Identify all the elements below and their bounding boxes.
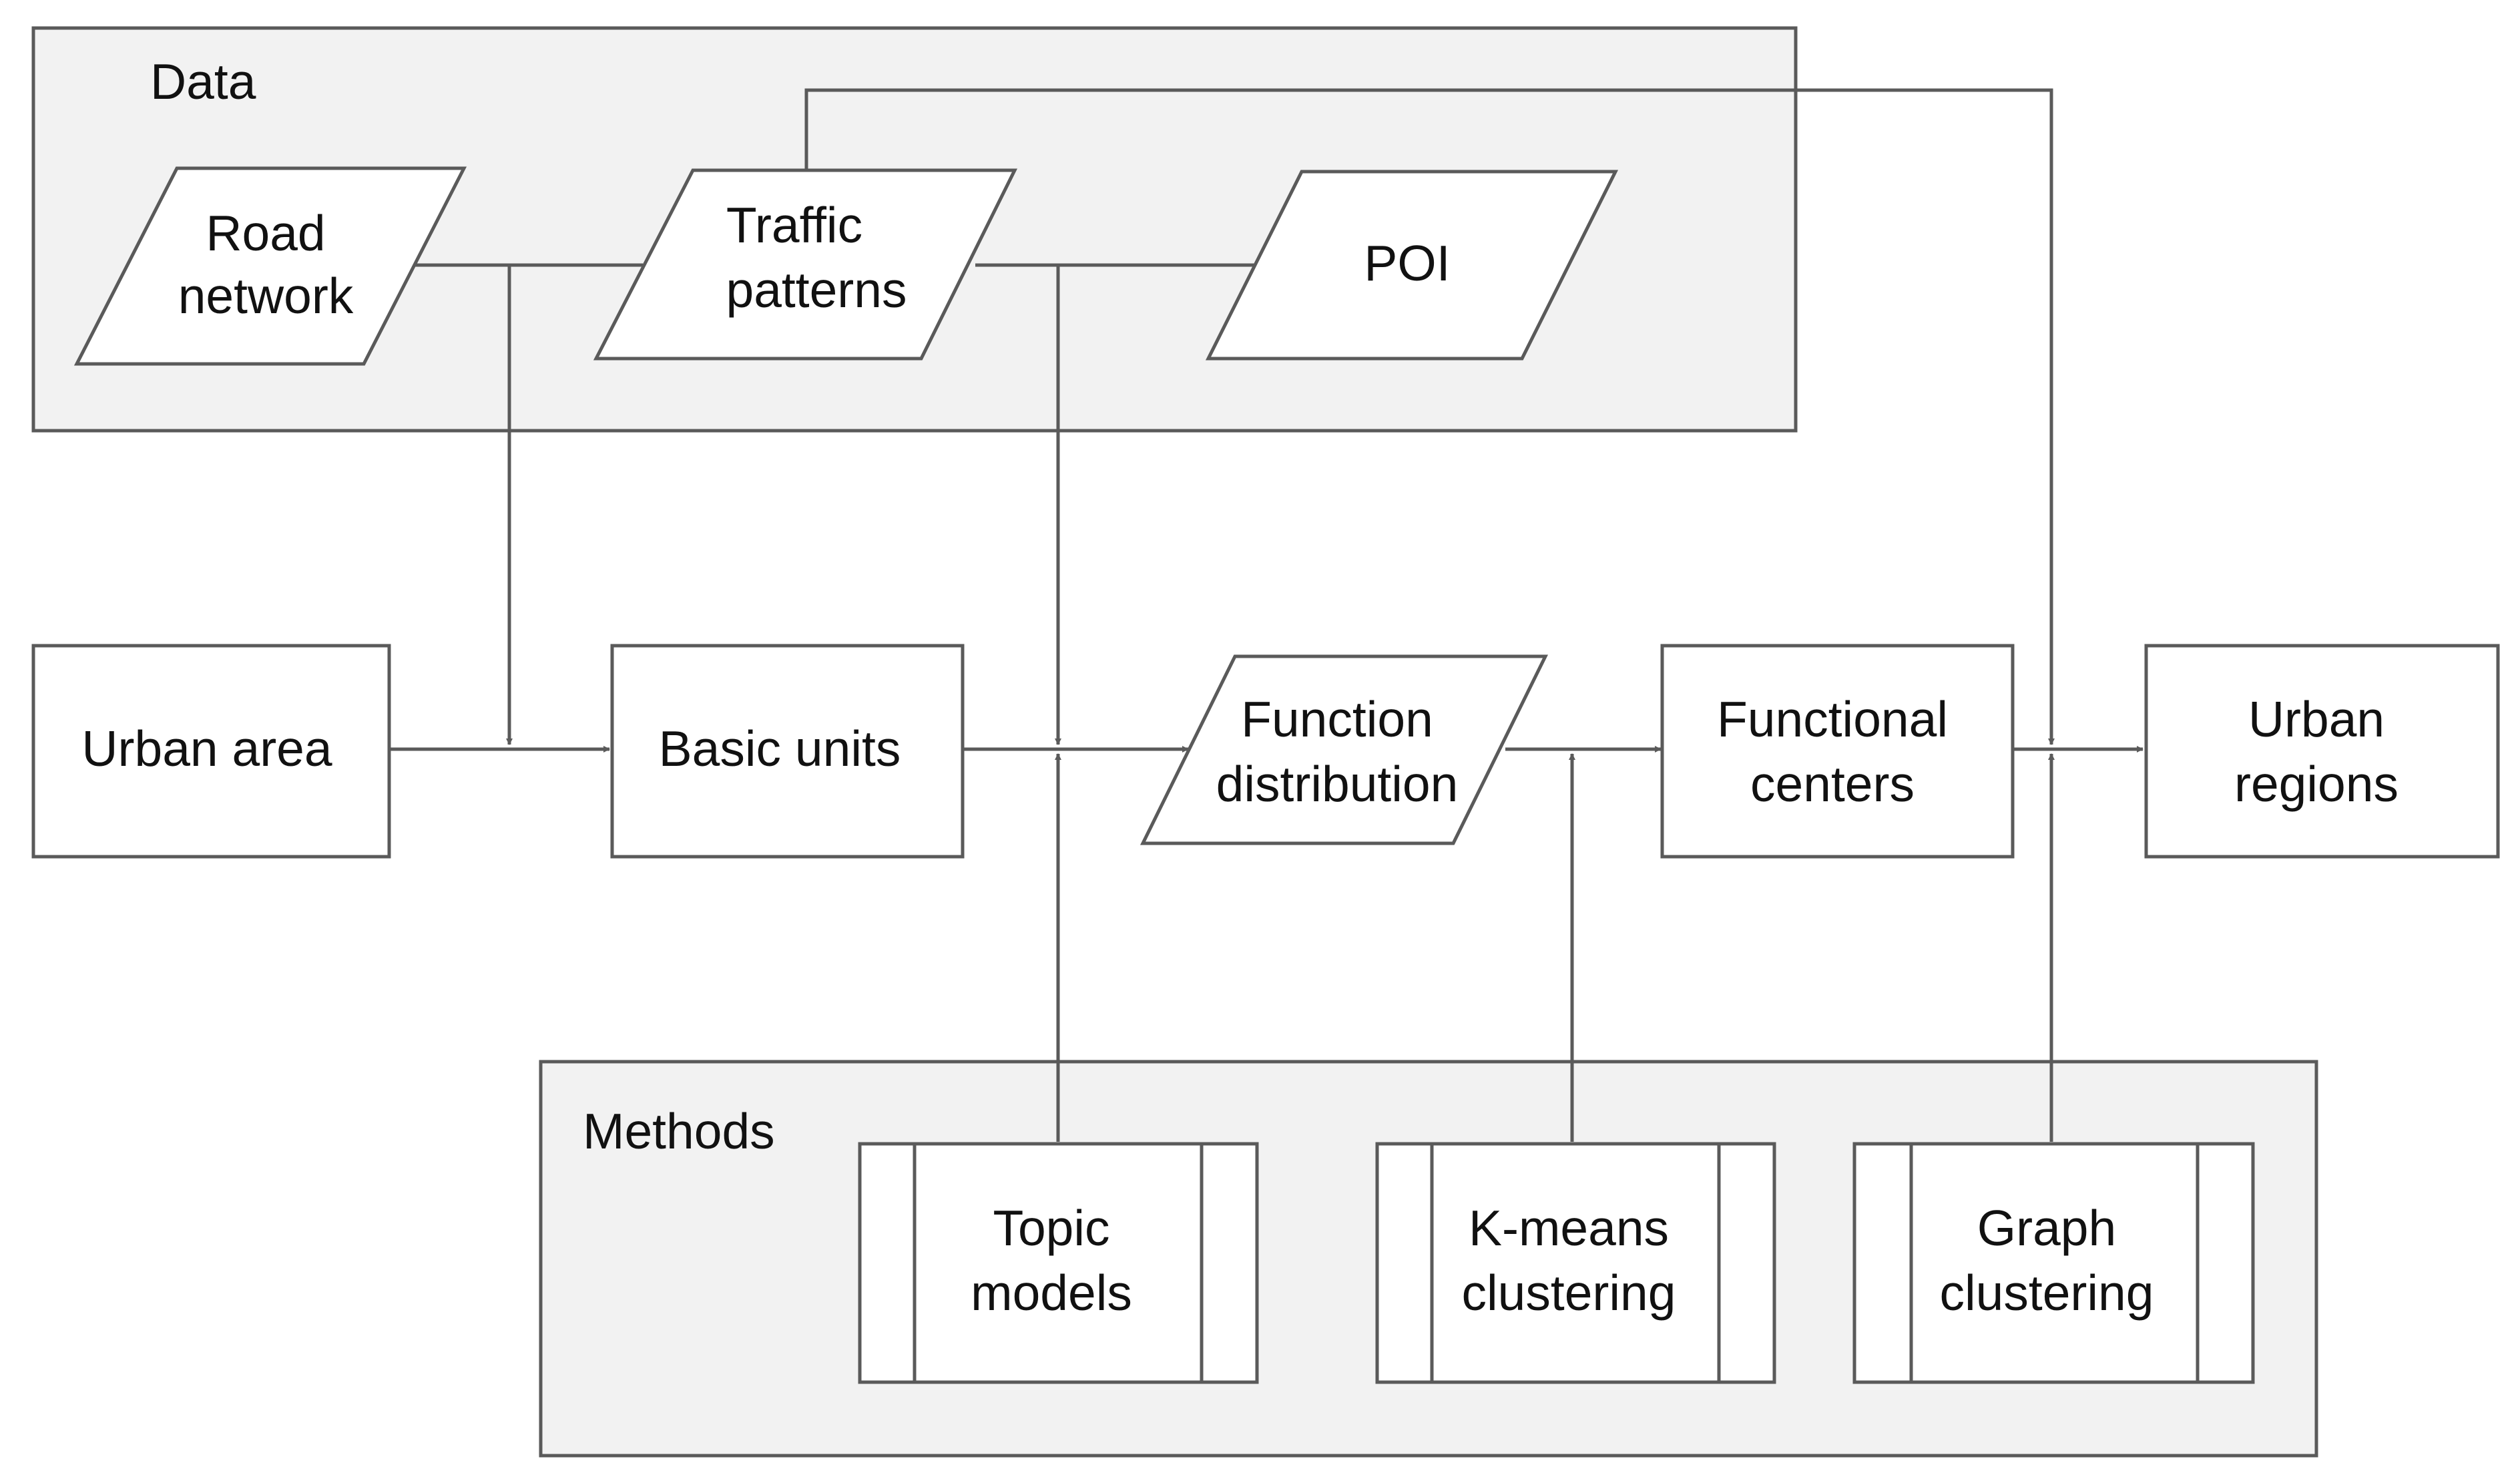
poi-line-1: POI [1364,235,1450,291]
traffic-patterns-line-2: patterns [726,262,907,318]
traffic-patterns-line-1: Traffic [726,197,862,253]
function-distribution-node [1140,654,1549,845]
urban-regions-node [2144,644,2500,859]
functional-centers-node [1660,644,2015,859]
road-network-node [73,166,467,366]
graph-clustering-line-2: clustering [1940,1265,2154,1321]
road-network-line-2: network [178,268,354,324]
traffic-patterns-node [593,168,1018,361]
kmeans-clustering-line-2: clustering [1462,1265,1676,1321]
basic-units-node [610,644,965,859]
urban-regions-line-2: regions [2234,756,2399,812]
basic-units-label: Basic units [659,720,901,777]
kmeans-clustering-label: K-means clustering [1462,1200,1676,1321]
urban-area-line-1: Urban area [81,720,332,777]
topic-models-label: Topic models [971,1200,1132,1321]
urban-regions-line-1: Urban [2248,691,2384,747]
functional-centers-line-1: Functional [1717,691,1948,747]
road-network-line-1: Road [206,205,325,261]
functional-centers-line-2: centers [1750,756,1915,812]
traffic-to-urban-regions-arrow [804,88,2055,745]
urban-area-node [31,644,391,859]
graph-clustering-label: Graph clustering [1940,1200,2154,1321]
topic-models-line-2: models [971,1265,1132,1321]
urban-regions-label: Urban regions [2234,691,2399,812]
graph-clustering-line-1: Graph [1977,1200,2116,1256]
data-group-title: Data [150,53,256,110]
graph-clustering-node [1852,1142,2255,1384]
topic-models-node [858,1142,1259,1384]
functional-centers-label: Functional centers [1717,691,1948,812]
topic-models-line-1: Topic [993,1200,1109,1256]
function-distribution-label: Function distribution [1216,691,1459,812]
basic-units-line-1: Basic units [659,720,901,777]
poi-node [1205,170,1619,361]
urban-area-label: Urban area [81,720,332,777]
function-distribution-line-1: Function [1241,691,1433,747]
function-distribution-line-2: distribution [1216,756,1459,812]
kmeans-clustering-line-1: K-means [1469,1200,1669,1256]
traffic-patterns-label: Traffic patterns [726,197,907,318]
poi-label: POI [1364,235,1450,291]
methods-group-title: Methods [583,1103,775,1159]
kmeans-clustering-node [1375,1142,1776,1384]
road-network-label: Road network [178,205,354,324]
